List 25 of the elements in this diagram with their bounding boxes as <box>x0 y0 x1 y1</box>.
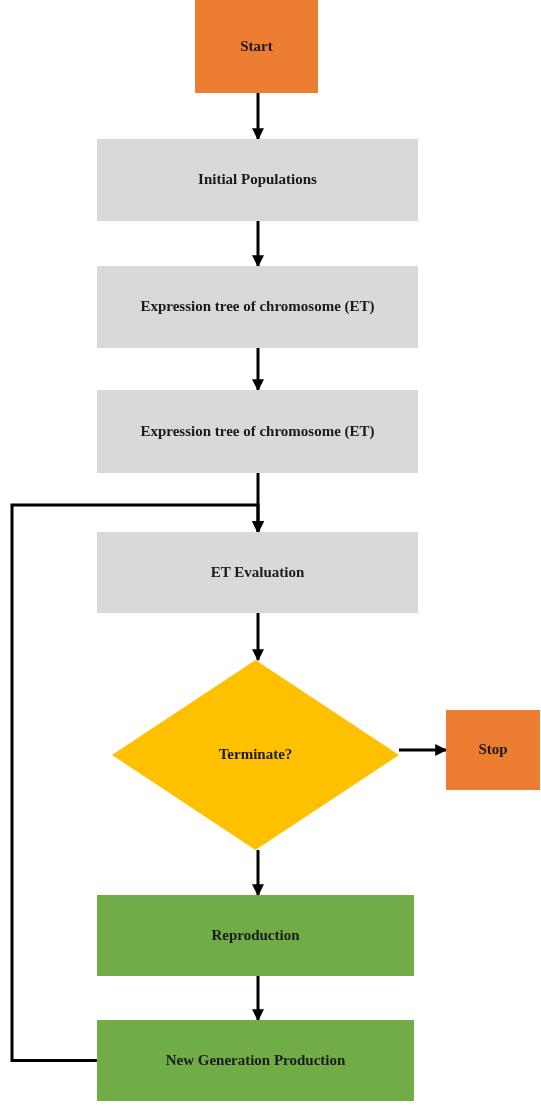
node-label: Stop <box>477 740 509 760</box>
node-label: Expression tree of chromosome (ET) <box>139 297 376 317</box>
process-box <box>97 266 418 348</box>
node-label: Terminate? <box>217 745 294 765</box>
process-box <box>97 390 418 473</box>
arrow <box>252 221 264 268</box>
process-box <box>97 1020 414 1101</box>
arrow <box>10 503 264 1062</box>
arrow <box>252 976 264 1022</box>
node-label: Expression tree of chromosome (ET) <box>139 421 376 441</box>
arrow <box>252 613 264 662</box>
arrow <box>399 744 448 756</box>
arrow <box>252 850 264 897</box>
arrow <box>252 348 264 392</box>
node-label: New Generation Production <box>164 1050 347 1070</box>
process-box <box>97 139 418 221</box>
terminal-box <box>446 710 540 790</box>
terminal-box <box>195 0 318 93</box>
node-label: Reproduction <box>210 925 301 945</box>
node-label: Initial Populations <box>197 170 318 190</box>
process-box <box>97 532 418 613</box>
node-label: ET Evaluation <box>209 562 306 582</box>
arrow <box>252 93 264 141</box>
node-label: Start <box>239 36 274 56</box>
process-box <box>97 895 414 976</box>
